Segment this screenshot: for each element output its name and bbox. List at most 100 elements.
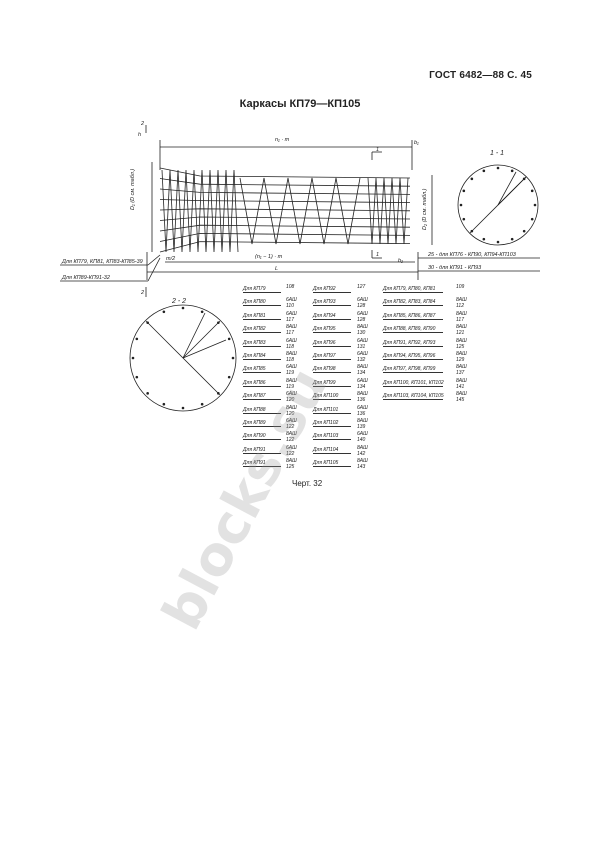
spiral-segment	[367, 177, 409, 245]
row-name: Для КП82, КП83, КП84	[383, 299, 443, 307]
row-name: Для КП102	[313, 420, 351, 427]
row-name: Для КП82	[243, 326, 281, 334]
row-value-2: 143	[357, 464, 366, 471]
bar-dot	[227, 375, 231, 379]
bar-dot	[482, 169, 486, 173]
row-value-1: 8АШ	[357, 417, 368, 424]
row-value-1: 8АШ	[456, 297, 467, 304]
section-1-label: 1 - 1	[490, 150, 505, 157]
row-value-1: 6АШ	[357, 350, 368, 357]
bar-dot	[162, 402, 166, 406]
row-value-1: 8АШ	[357, 458, 368, 465]
row-name: Для КП85	[243, 366, 281, 374]
bar-dot	[459, 203, 463, 207]
row-value-2: 112	[456, 303, 464, 310]
row-value-2: 145	[456, 397, 465, 404]
row-value-2: 122	[286, 450, 295, 457]
row-value-1: 8АШ	[286, 324, 297, 331]
row-value-2: 125	[456, 343, 465, 350]
section-2-label: 2 - 2	[172, 298, 187, 305]
row-value-1: 127	[357, 284, 366, 290]
spiral-segment	[161, 169, 239, 253]
bar-dot	[231, 356, 235, 360]
row-value-2: 117	[286, 316, 294, 323]
row-value-2: 142	[357, 450, 366, 457]
row-name: Для КП88, КП89, КП90	[383, 326, 443, 334]
bar-dot	[533, 203, 537, 207]
long-bar	[159, 167, 411, 179]
section-1-circle	[457, 164, 539, 246]
row-value-2: 128	[357, 316, 366, 323]
row-value-1: 6АШ	[286, 417, 297, 424]
row-value-2: 139	[357, 423, 366, 430]
row-value-1: 8АШ	[286, 431, 297, 438]
row-value-1: 8АШ	[286, 350, 297, 357]
row-value-1: 6АШ	[357, 337, 368, 344]
bar-dot	[510, 237, 514, 241]
row-name: Для КП85, КП86, КП87	[383, 313, 443, 320]
row-value-1: 8АШ	[456, 337, 467, 344]
row-value-1: 6АШ	[286, 444, 297, 451]
row-value-2: 136	[357, 397, 366, 404]
row-value-2: 119	[286, 370, 294, 377]
row-value-1: 6АШ	[286, 337, 297, 344]
row-value-2: 122	[286, 437, 295, 444]
bar-dot	[200, 310, 204, 314]
row-name: Для КП90	[243, 433, 281, 441]
row-value-2: 134	[357, 383, 366, 390]
row-value-2: 140	[357, 437, 366, 444]
page-title: Каркасы КП79—КП105	[239, 98, 361, 110]
mark-b2: b₂	[398, 258, 404, 264]
row-name: Для КП81	[243, 313, 281, 320]
row-value-1: 8АШ	[357, 364, 368, 371]
section-2-circle	[129, 304, 237, 412]
row-name: Для КП96	[313, 340, 351, 347]
bar-dot	[135, 337, 139, 341]
row-value-2: 136	[357, 410, 366, 417]
row-value-1: 8АШ	[456, 310, 467, 317]
row-value-2: 128	[357, 303, 366, 310]
row-value-1: 6АШ	[357, 431, 368, 438]
row-name: Для КП101	[313, 407, 351, 414]
row-name: Для КП95	[313, 326, 351, 334]
row-name: Для КП79, КП80, КП81	[383, 286, 443, 293]
row-value-1: 6АШ	[357, 404, 368, 411]
row-value-1: 8АШ	[456, 377, 467, 384]
row-name: Для КП99	[313, 380, 351, 387]
standard-header: ГОСТ 6482—88 С. 45	[429, 70, 532, 81]
bar-dot	[530, 217, 534, 221]
d1-label: D₁ (D см. табл.)	[130, 168, 136, 210]
bar-dot	[135, 375, 139, 379]
bar-dot	[470, 229, 474, 233]
bar-dot	[462, 217, 466, 221]
bar-dot	[462, 189, 466, 193]
section-mark-1a: 1	[376, 147, 380, 153]
row-value-1: 6АШ	[357, 377, 368, 384]
row-name: Для КП79	[243, 286, 281, 293]
row-value-1: 109	[456, 284, 465, 290]
row-value-2: 137	[456, 370, 465, 377]
row-name: Для КП86	[243, 380, 281, 387]
bar-dot	[217, 321, 220, 324]
row-value-2: 134	[357, 370, 366, 377]
row-value-1: 8АШ	[286, 404, 297, 411]
row-value-2: 122	[286, 423, 295, 430]
row-name: Для КП104	[313, 447, 351, 454]
row-value-1: 6АШ	[357, 297, 368, 304]
long-bar	[159, 208, 411, 212]
row-value-2: 120	[286, 410, 295, 417]
row-value-1: 6АШ	[286, 391, 297, 398]
row-value-2: 120	[286, 397, 295, 404]
d2-label: D₂ (D см. табл.)	[422, 188, 428, 230]
row-value-1: 8АШ	[357, 391, 368, 398]
mark-m2: m/2	[166, 256, 176, 262]
row-value-2: 110	[286, 303, 294, 310]
bar-dot	[200, 402, 204, 406]
row-name: Для КП92	[313, 286, 351, 293]
bar-dot	[482, 237, 486, 241]
row-name: Для КП80	[243, 299, 281, 307]
bar-dot	[530, 189, 534, 193]
row-name: Для КП84	[243, 353, 281, 360]
long-bar	[159, 241, 411, 253]
